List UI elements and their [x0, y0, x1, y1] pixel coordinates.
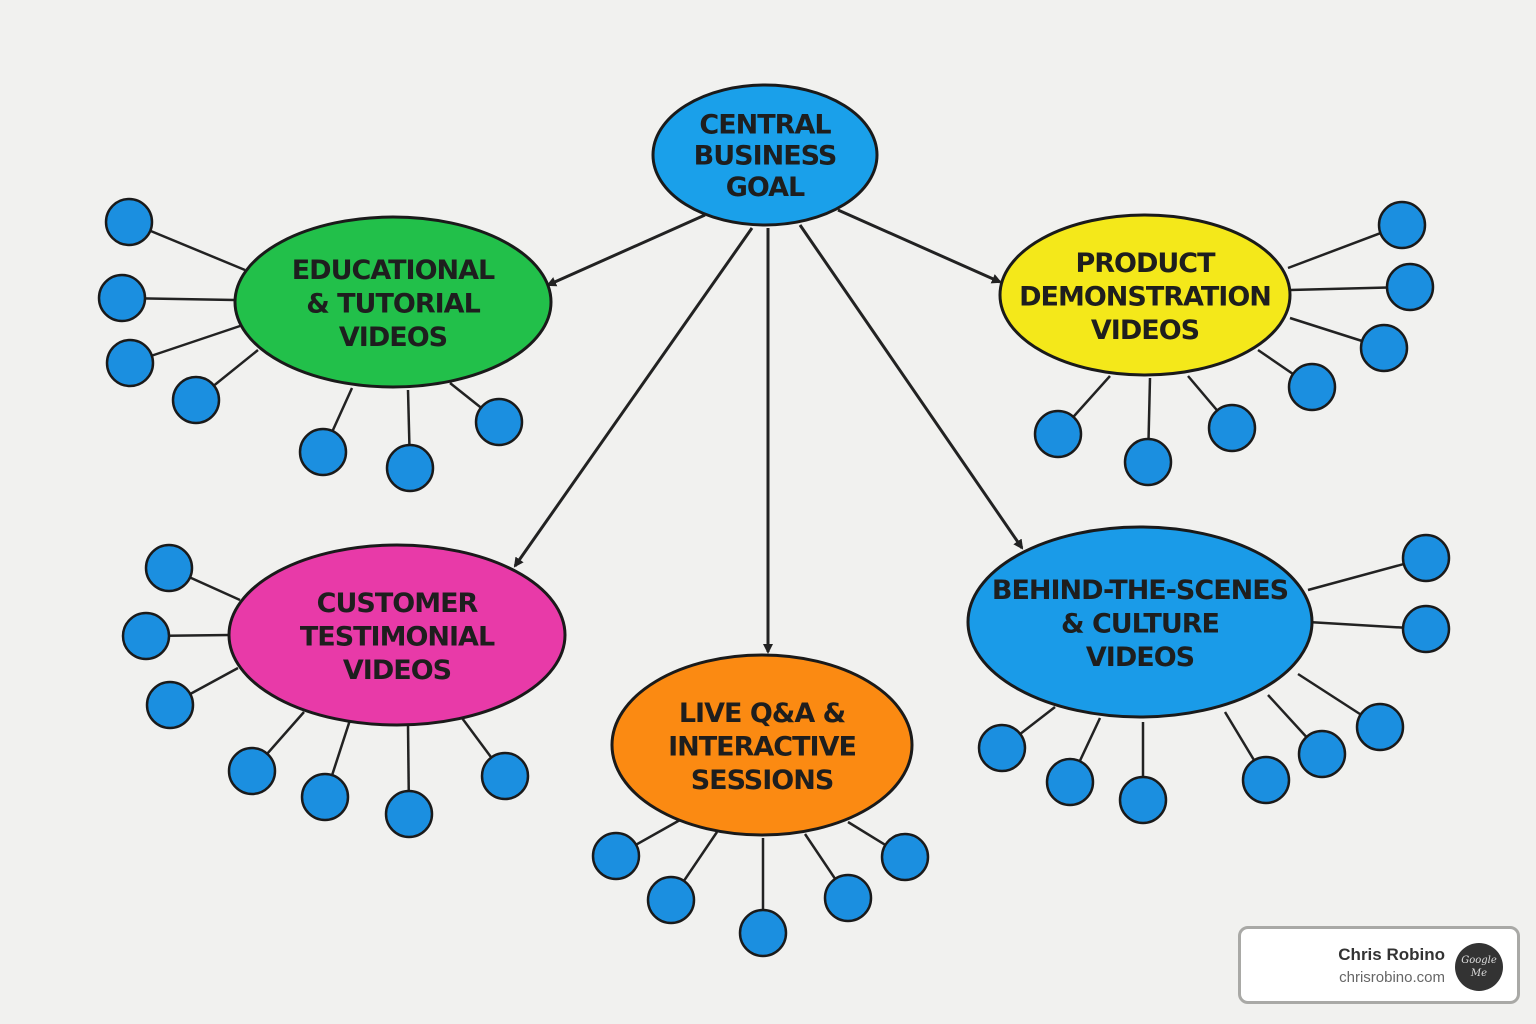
educational-label-line: EDUCATIONAL — [292, 255, 495, 286]
behind-satellite-node — [1297, 729, 1347, 779]
educational-satellite-node — [104, 197, 154, 247]
customer-satellite-node — [300, 772, 350, 822]
customer-satellite-node — [480, 751, 530, 801]
behind-label-line: & CULTURE — [1061, 608, 1219, 639]
customer-satellite-node — [227, 746, 277, 796]
product-satellite-node — [1207, 403, 1257, 453]
connector-arrow — [837, 208, 1002, 284]
central-ellipse — [651, 83, 879, 227]
live-satellite-node — [823, 873, 873, 923]
product-satellite-node — [1033, 409, 1083, 459]
customer-satellite-node — [144, 543, 194, 593]
customer-satellite-node — [384, 789, 434, 839]
central-label-line: CENTRAL — [699, 110, 831, 141]
product-satellite-node — [1123, 437, 1173, 487]
educational-satellite-node — [474, 397, 524, 447]
product-satellite-node — [1359, 323, 1409, 373]
central-label-line: GOAL — [726, 172, 805, 203]
educational-label-line: VIDEOS — [339, 322, 447, 353]
educational-ellipse — [233, 215, 553, 389]
behind-ellipse — [966, 525, 1314, 719]
customer-label-line: CUSTOMER — [317, 588, 479, 619]
educational-label-line: & TUTORIAL — [306, 288, 480, 319]
product-label-line: VIDEOS — [1091, 315, 1199, 346]
behind-satellite-node — [1401, 604, 1451, 654]
behind-label-line: VIDEOS — [1086, 642, 1194, 673]
behind-satellite-node — [977, 723, 1027, 773]
central-label-line: BUSINESS — [694, 141, 837, 172]
behind-satellite-node — [1355, 702, 1405, 752]
product-satellite-node — [1385, 262, 1435, 312]
customer-label-line: TESTIMONIAL — [300, 621, 495, 652]
live-satellite-node — [591, 831, 641, 881]
live-label-line: SESSIONS — [691, 765, 834, 796]
live-satellite-node — [738, 908, 788, 958]
connector-arrow — [513, 227, 754, 568]
live-ellipse — [610, 653, 914, 837]
behind-satellite-node — [1241, 755, 1291, 805]
educational-satellite-node — [385, 443, 435, 493]
product-satellite-node — [1287, 362, 1337, 412]
educational-satellite-node — [171, 375, 221, 425]
educational-satellite-node — [97, 273, 147, 323]
behind-satellite-node — [1401, 533, 1451, 583]
live-label-line: INTERACTIVE — [668, 731, 856, 762]
customer-satellite-node — [121, 611, 171, 661]
customer-ellipse — [227, 543, 567, 727]
educational-satellite-node — [105, 338, 155, 388]
product-label-line: PRODUCT — [1075, 248, 1216, 279]
product-satellite-node — [1377, 200, 1427, 250]
behind-satellite-node — [1118, 775, 1168, 825]
live-satellite-node — [880, 832, 930, 882]
customer-satellite-node — [145, 680, 195, 730]
product-label-line: DEMONSTRATION — [1019, 281, 1271, 312]
author-name: Chris Robino — [1338, 945, 1445, 964]
product-ellipse — [998, 213, 1292, 377]
live-satellite-node — [646, 875, 696, 925]
live-label-line: LIVE Q&A & — [679, 698, 846, 729]
behind-label-line: BEHIND-THE-SCENES — [992, 575, 1288, 606]
connector-arrow — [546, 213, 706, 287]
educational-satellite-node — [298, 427, 348, 477]
author-site[interactable]: chrisrobino.com — [1339, 969, 1445, 986]
behind-satellite-node — [1045, 757, 1095, 807]
customer-label-line: VIDEOS — [343, 655, 451, 686]
connector-arrow — [798, 224, 1024, 550]
